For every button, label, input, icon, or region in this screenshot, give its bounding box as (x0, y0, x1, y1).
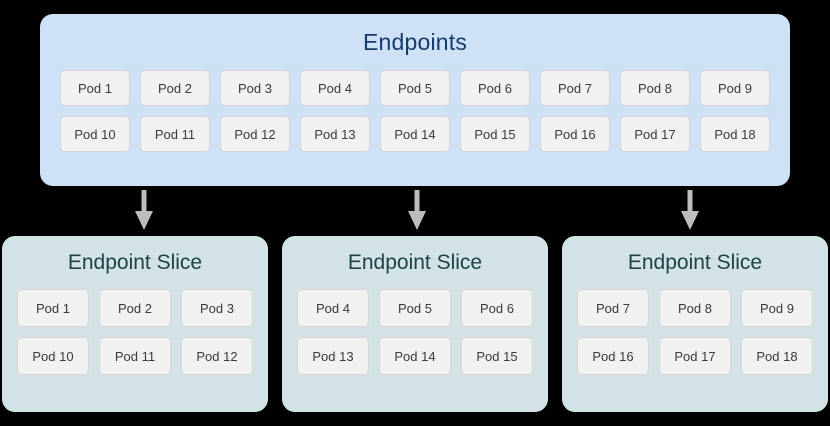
pod-chip: Pod 6 (460, 70, 530, 106)
endpoints-pod-row: Pod 1 Pod 2 Pod 3 Pod 4 Pod 5 Pod 6 Pod … (56, 70, 774, 106)
pod-chip: Pod 14 (379, 337, 451, 375)
endpoint-slice-pod-grid: Pod 4 Pod 5 Pod 6 Pod 13 Pod 14 Pod 15 (282, 289, 548, 375)
endpoints-pod-grid: Pod 1 Pod 2 Pod 3 Pod 4 Pod 5 Pod 6 Pod … (40, 70, 790, 152)
pod-chip: Pod 3 (220, 70, 290, 106)
endpoints-title: Endpoints (362, 29, 468, 55)
endpoint-slices-container: Endpoint Slice Pod 1 Pod 2 Pod 3 Pod 10 … (0, 236, 830, 416)
pod-chip: Pod 2 (140, 70, 210, 106)
endpoints-pod-row: Pod 10 Pod 11 Pod 12 Pod 13 Pod 14 Pod 1… (56, 116, 774, 152)
pod-chip: Pod 12 (220, 116, 290, 152)
pod-chip: Pod 9 (741, 289, 813, 327)
pod-chip: Pod 16 (540, 116, 610, 152)
pod-chip: Pod 8 (620, 70, 690, 106)
endpoint-slice-pod-row: Pod 1 Pod 2 Pod 3 (16, 289, 254, 327)
endpoint-slice-panel-3: Endpoint Slice Pod 7 Pod 8 Pod 9 Pod 16 … (562, 236, 828, 412)
pod-chip: Pod 15 (460, 116, 530, 152)
endpoint-slice-pod-row: Pod 7 Pod 8 Pod 9 (576, 289, 814, 327)
pod-chip: Pod 10 (17, 337, 89, 375)
endpoint-slice-pod-row: Pod 13 Pod 14 Pod 15 (296, 337, 534, 375)
pod-chip: Pod 15 (461, 337, 533, 375)
pod-chip: Pod 18 (741, 337, 813, 375)
endpoint-slice-pod-row: Pod 16 Pod 17 Pod 18 (576, 337, 814, 375)
arrow-down-icon (135, 190, 153, 230)
pod-chip: Pod 1 (60, 70, 130, 106)
pod-chip: Pod 8 (659, 289, 731, 327)
endpoints-panel: Endpoints Pod 1 Pod 2 Pod 3 Pod 4 Pod 5 … (40, 14, 790, 186)
pod-chip: Pod 10 (60, 116, 130, 152)
endpoint-slice-panel-2: Endpoint Slice Pod 4 Pod 5 Pod 6 Pod 13 … (282, 236, 548, 412)
pod-chip: Pod 13 (300, 116, 370, 152)
pod-chip: Pod 6 (461, 289, 533, 327)
endpoint-slice-title: Endpoint Slice (347, 251, 483, 274)
endpoint-slice-title: Endpoint Slice (67, 251, 203, 274)
pod-chip: Pod 1 (17, 289, 89, 327)
endpoint-slice-title: Endpoint Slice (627, 251, 763, 274)
endpoint-slice-panel-1: Endpoint Slice Pod 1 Pod 2 Pod 3 Pod 10 … (2, 236, 268, 412)
pod-chip: Pod 17 (620, 116, 690, 152)
pod-chip: Pod 18 (700, 116, 770, 152)
pod-chip: Pod 7 (540, 70, 610, 106)
pod-chip: Pod 5 (380, 70, 450, 106)
pod-chip: Pod 11 (140, 116, 210, 152)
endpoint-slice-pod-row: Pod 4 Pod 5 Pod 6 (296, 289, 534, 327)
endpoint-slice-pod-grid: Pod 7 Pod 8 Pod 9 Pod 16 Pod 17 Pod 18 (562, 289, 828, 375)
pod-chip: Pod 14 (380, 116, 450, 152)
pod-chip: Pod 11 (99, 337, 171, 375)
pod-chip: Pod 5 (379, 289, 451, 327)
pod-chip: Pod 3 (181, 289, 253, 327)
pod-chip: Pod 4 (297, 289, 369, 327)
arrow-down-icon (681, 190, 699, 230)
pod-chip: Pod 4 (300, 70, 370, 106)
endpoint-slice-pod-row: Pod 10 Pod 11 Pod 12 (16, 337, 254, 375)
pod-chip: Pod 7 (577, 289, 649, 327)
pod-chip: Pod 16 (577, 337, 649, 375)
pod-chip: Pod 12 (181, 337, 253, 375)
pod-chip: Pod 9 (700, 70, 770, 106)
arrow-down-icon (408, 190, 426, 230)
pod-chip: Pod 2 (99, 289, 171, 327)
endpoint-slice-pod-grid: Pod 1 Pod 2 Pod 3 Pod 10 Pod 11 Pod 12 (2, 289, 268, 375)
pod-chip: Pod 13 (297, 337, 369, 375)
pod-chip: Pod 17 (659, 337, 731, 375)
